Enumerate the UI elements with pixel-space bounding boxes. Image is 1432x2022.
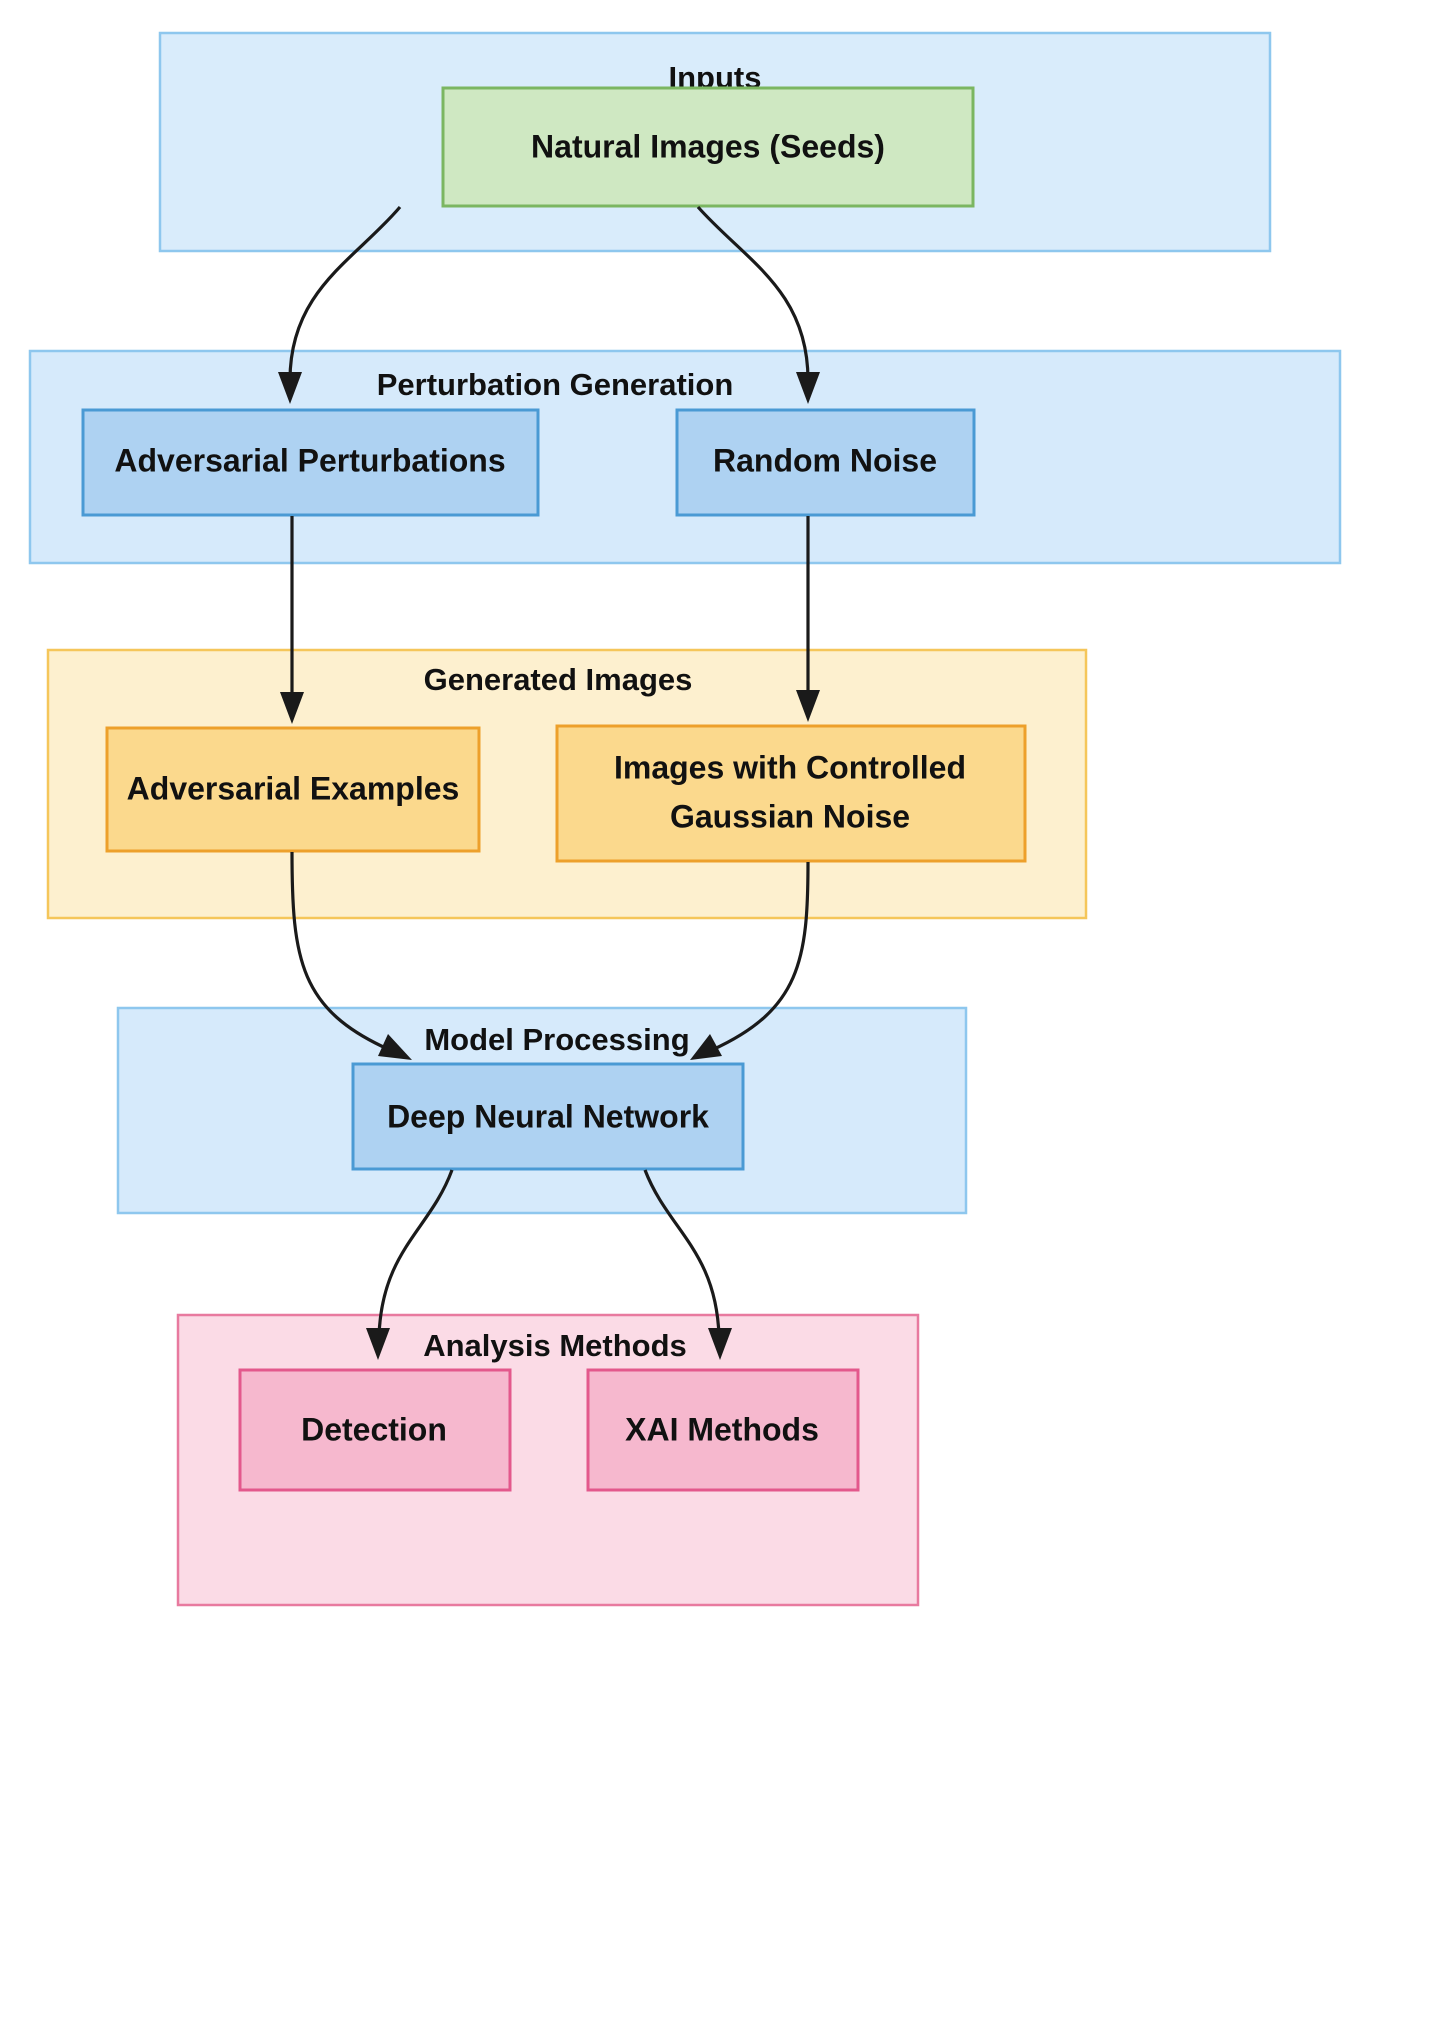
edge-adversarial-examples-to-deep-neural-network [290, 851, 412, 1060]
cluster-generated-images-title: Generated Images [424, 662, 693, 697]
node-gaussian-noise-images-label-line2: Gaussian Noise [670, 798, 910, 834]
edge-adversarial-perturbations-to-adversarial-examples [280, 516, 304, 724]
node-gaussian-noise-images-box[interactable] [555, 724, 1027, 863]
node-natural-images-box[interactable] [441, 86, 975, 208]
arrowhead-icon [366, 1328, 390, 1360]
cluster-model-processing-title: Model Processing [424, 1022, 689, 1057]
node-deep-neural-network-box[interactable] [351, 1062, 745, 1171]
edge-gaussian-noise-images-to-deep-neural-network [690, 861, 810, 1060]
arrowhead-icon [796, 690, 820, 722]
node-xai-methods-label: XAI Methods [625, 1411, 819, 1447]
node-adversarial-examples-box[interactable] [105, 726, 481, 853]
arrowhead-icon [690, 1034, 722, 1060]
node-adversarial-perturbations-label: Adversarial Perturbations [114, 442, 505, 478]
node-adversarial-perturbations-box[interactable] [81, 408, 540, 517]
node-xai-methods-box[interactable] [586, 1368, 860, 1492]
node-adversarial-perturbations[interactable]: Adversarial Perturbations [81, 408, 540, 517]
node-adversarial-examples-label: Adversarial Examples [127, 770, 460, 806]
edge-random-noise-to-gaussian-noise-images [796, 516, 820, 722]
edge-deep-neural-network-to-detection [366, 1169, 454, 1360]
arrowhead-icon [280, 692, 304, 724]
node-xai-methods[interactable]: XAI Methods [586, 1368, 860, 1492]
arrowhead-icon [278, 372, 302, 404]
node-deep-neural-network-label: Deep Neural Network [387, 1098, 709, 1134]
node-deep-neural-network[interactable]: Deep Neural Network [351, 1062, 745, 1171]
arrowhead-icon [708, 1328, 732, 1360]
node-natural-images-label: Natural Images (Seeds) [531, 128, 885, 164]
edge-deep-neural-network-to-xai-methods [643, 1169, 732, 1360]
node-random-noise-label: Random Noise [713, 442, 937, 478]
arrowhead-icon [378, 1034, 412, 1060]
node-gaussian-noise-images-label-line1: Images with Controlled [614, 749, 966, 785]
node-adversarial-examples[interactable]: Adversarial Examples [105, 726, 481, 853]
arrowhead-icon [796, 372, 820, 404]
node-gaussian-noise-images[interactable]: Images with Controlled Gaussian Noise [555, 724, 1027, 863]
node-detection[interactable]: Detection [238, 1368, 512, 1492]
node-detection-box[interactable] [238, 1368, 512, 1492]
node-random-noise-box[interactable] [675, 408, 976, 517]
edge-natural-images-to-adversarial-perturbations [278, 205, 402, 404]
node-random-noise[interactable]: Random Noise [675, 408, 976, 517]
node-natural-images[interactable]: Natural Images (Seeds) [441, 86, 975, 208]
cluster-analysis-methods-title: Analysis Methods [423, 1328, 687, 1363]
cluster-perturbation-generation-title: Perturbation Generation [377, 367, 734, 402]
node-detection-label: Detection [301, 1411, 447, 1447]
edge-natural-images-to-random-noise [696, 205, 820, 404]
